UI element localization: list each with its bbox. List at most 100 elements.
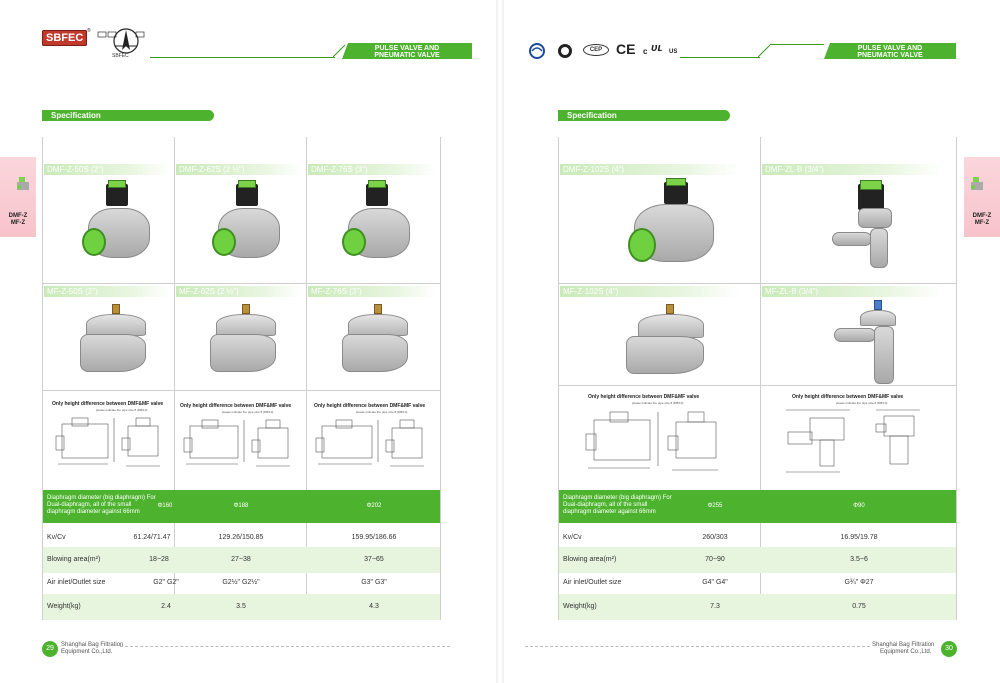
header-rule-right xyxy=(680,57,760,58)
section-tag-right: PULSE VALVE AND PNEUMATIC VALVE xyxy=(824,43,956,59)
cell-kv: 260/303 xyxy=(702,534,728,541)
grid-line xyxy=(42,137,43,620)
side-tab-valve-thumb-right xyxy=(971,177,983,190)
side-tab-valve-thumb xyxy=(17,177,29,190)
cell-weight: 7.3 xyxy=(710,603,720,610)
cell-blowing: 18~28 xyxy=(149,556,169,563)
technical-drawing xyxy=(315,419,424,467)
mf-model-label: MF-Z-50S (2") xyxy=(44,286,170,297)
side-tab-line1: DMF-Z xyxy=(8,213,28,219)
cell-kv: 159.95/186.66 xyxy=(351,534,397,541)
row-label-air: Air inlet/Outlet size xyxy=(563,579,622,586)
table-row-weight: Weight(kg) 2.4 3.5 4.3 xyxy=(43,594,440,620)
cell-kv: 61.24/71.47 xyxy=(133,534,171,541)
dmf-model-label: DMF-Z-50S (2") xyxy=(44,164,170,175)
diagram-subtitle: please indicate the pipe size 8 (8/8/10) xyxy=(222,410,274,414)
registered-mark: ® xyxy=(87,28,91,34)
cell-diaphragm: Φ188 xyxy=(233,503,249,509)
spec-heading-right: Specification xyxy=(558,110,730,121)
technical-drawing xyxy=(786,409,920,473)
diagram-title: Only height difference between DMF&MF va… xyxy=(314,403,426,409)
cell-weight: 4.3 xyxy=(369,603,379,610)
side-tab-line2: MF-Z xyxy=(10,220,26,226)
dmf-valve-photo xyxy=(208,180,288,272)
row-label-blowing: Blowing area(m²) xyxy=(47,556,101,563)
diagram-title: Only height difference between DMF&MF va… xyxy=(180,403,292,409)
cell-weight: 0.75 xyxy=(852,603,866,610)
grid-line xyxy=(956,137,957,620)
mf-valve-photo xyxy=(620,300,720,380)
ce-mark: CE xyxy=(616,41,636,57)
section-tag-left: PULSE VALVE AND PNEUMATIC VALVE xyxy=(342,43,472,59)
row-label-kv: Kv/Cv xyxy=(47,534,66,541)
grid-line xyxy=(760,137,761,620)
table-row-blowing: Blowing area(m²) 18~28 27~38 37~65 xyxy=(43,547,440,573)
page-number-left: 29 xyxy=(42,641,58,657)
mf-model-label: MF-Z-76S (3") xyxy=(308,286,436,297)
footer-company-line2-right: Equipment Co.,Ltd. xyxy=(880,649,932,655)
diagram-title: Only height difference between DMF&MF va… xyxy=(792,394,904,400)
table-row-air: Air inlet/Outlet size G4" G4" G¾" Φ27 xyxy=(559,570,956,596)
row-label-diaphragm: Diaphragm diameter (big diaphragm) For D… xyxy=(47,495,156,515)
header-rule-right-top xyxy=(770,44,824,45)
page-gutter xyxy=(496,0,504,683)
side-tab-line1-right: DMF-Z xyxy=(972,213,992,219)
dmf-valve-photo xyxy=(624,178,724,274)
cell-air: G2" G2" xyxy=(153,579,179,586)
emblem-caption: SBFEC xyxy=(112,53,129,59)
row-label-diaphragm: Diaphragm diameter (big diaphragm) For D… xyxy=(563,495,672,515)
cell-weight: 2.4 xyxy=(161,603,171,610)
mf-valve-photo xyxy=(76,300,156,380)
cell-diaphragm: Φ255 xyxy=(707,503,723,509)
diagram-subtitle: please indicate the pipe size 8 (8/8/10) xyxy=(356,410,408,414)
cell-diaphragm: Φ160 xyxy=(157,503,173,509)
technical-drawing xyxy=(585,411,718,471)
cell-kv: 129.26/150.85 xyxy=(218,534,264,541)
ul-mark: ᴜʟ xyxy=(651,42,663,54)
footer-rule-left xyxy=(120,646,450,647)
cell-air: G2½" G2½" xyxy=(222,579,260,586)
table-row-blowing: Blowing area(m²) 70~90 3.5~6 xyxy=(559,547,956,573)
header-rule-bend-right xyxy=(758,44,771,58)
mf-valve-photo xyxy=(830,298,920,388)
footer-company-line1-right: Shanghai Bag Filtration xyxy=(872,642,935,648)
dmf-valve-photo xyxy=(828,178,918,274)
mf-model-label: MF-Z-102S (4") xyxy=(560,286,740,297)
table-row-diaphragm: Diaphragm diameter (big diaphragm) For D… xyxy=(559,490,956,523)
cell-blowing: 70~90 xyxy=(705,556,725,563)
grid-line xyxy=(558,385,956,386)
cell-air: G4" G4" xyxy=(702,579,728,586)
brand-logo: SBFEC xyxy=(42,28,88,46)
grid-line xyxy=(306,137,307,620)
table-row-weight: Weight(kg) 7.3 0.75 xyxy=(559,594,956,620)
cell-diaphragm: Φ90 xyxy=(853,503,865,509)
grid-line xyxy=(174,137,175,620)
diagram-subtitle: please indicate the pipe size 8 (8/8/10) xyxy=(632,401,684,405)
section-tag-line1: PULSE VALVE AND xyxy=(374,45,440,52)
mf-valve-photo xyxy=(338,300,418,380)
diagram-subtitle: please indicate the pipe size 8 (8/8/10) xyxy=(836,401,888,405)
dmf-valve-photo xyxy=(338,180,418,272)
page-number-right: 30 xyxy=(941,641,957,657)
footer-rule-right xyxy=(525,646,870,647)
header-rule-bend-left xyxy=(333,44,346,58)
table-row-air: Air inlet/Outlet size G2" G2" G2½" G2½" … xyxy=(43,570,440,596)
cell-blowing: 37~65 xyxy=(364,556,384,563)
dmf-model-label: DMF-ZL-B (3/4") xyxy=(762,164,942,175)
emblem-icon xyxy=(97,28,145,54)
mf-model-label: MF-Z-62S (2 ½") xyxy=(176,286,302,297)
spec-heading-left: Specification xyxy=(42,110,214,121)
technical-drawing xyxy=(183,419,290,467)
grid-line xyxy=(558,137,559,620)
dmf-model-label: DMF-Z-102S (4") xyxy=(560,164,740,175)
table-row-kv: Kv/Cv 61.24/71.47 129.26/150.85 159.95/1… xyxy=(43,523,440,553)
dmf-model-label: DMF-Z-76S (3") xyxy=(308,164,436,175)
ul-us-mark: US xyxy=(669,49,678,55)
row-label-kv: Kv/Cv xyxy=(563,534,582,541)
mf-model-label: MF-ZL-B (3/4") xyxy=(762,286,942,297)
row-label-weight: Weight(kg) xyxy=(563,603,597,610)
cell-air: G3" G3" xyxy=(361,579,387,586)
section-tag-line2-right: PNEUMATIC VALVE xyxy=(857,52,923,59)
cell-air: G¾" Φ27 xyxy=(844,579,874,586)
certification-circle-icon xyxy=(529,43,545,59)
